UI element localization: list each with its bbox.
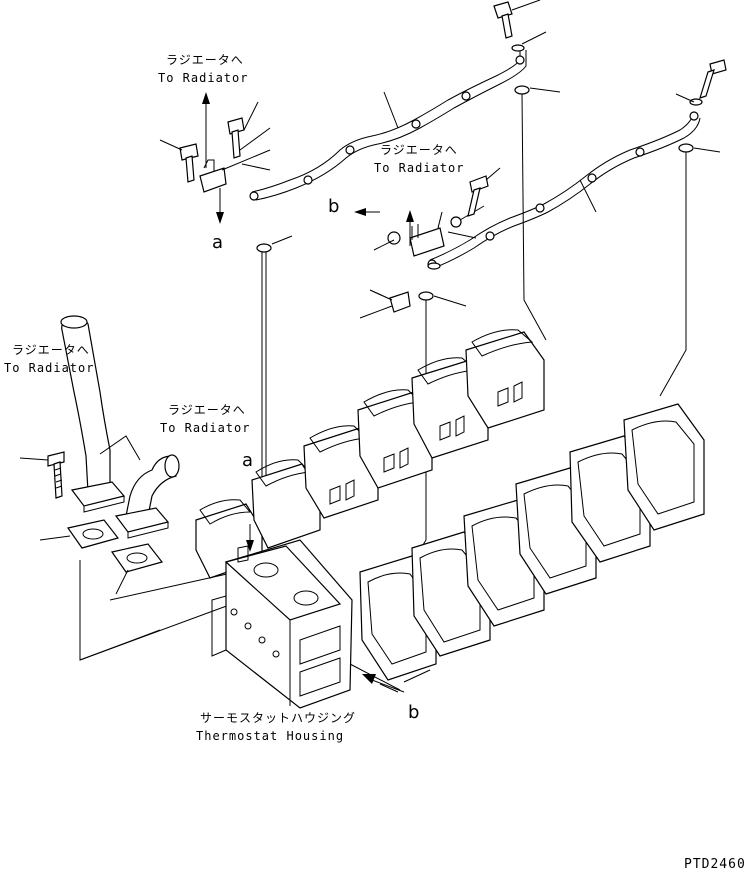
thermostat-housing-label-jp: サーモスタットハウジング xyxy=(200,711,357,725)
left-water-outlet-pipes xyxy=(19,315,180,595)
radiator-label-left-en: To Radiator xyxy=(4,361,95,375)
ref-b-upper: b xyxy=(328,196,340,217)
ref-a-upper: a xyxy=(212,232,224,253)
radiator-label-left-jp: ラジエータへ xyxy=(12,343,90,357)
radiator-label-top-en: To Radiator xyxy=(158,71,249,85)
upper-left-bracket-assembly xyxy=(159,92,271,224)
radiator-label-top-jp: ラジエータへ xyxy=(166,53,244,67)
thermostat-housing-label-en: Thermostat Housing xyxy=(196,729,345,743)
ref-b-lower: b xyxy=(408,702,420,723)
drawing-code: PTD2460 xyxy=(684,857,746,872)
thermostat-housing-drawing xyxy=(211,524,353,709)
ref-a-lower: a xyxy=(242,450,254,471)
ref-b-leader xyxy=(371,679,405,693)
radiator-label-mid-jp: ラジエータへ xyxy=(380,143,458,157)
lower-cylinder-heads xyxy=(349,403,705,693)
ref-b-arrowhead xyxy=(362,674,376,684)
radiator-label-mid-en: To Radiator xyxy=(374,161,465,175)
radiator-label-low-jp: ラジエータへ xyxy=(168,403,246,417)
radiator-label-low-en: To Radiator xyxy=(160,421,251,435)
middle-bracket-assembly xyxy=(354,167,501,319)
upper-water-tube xyxy=(249,0,561,201)
